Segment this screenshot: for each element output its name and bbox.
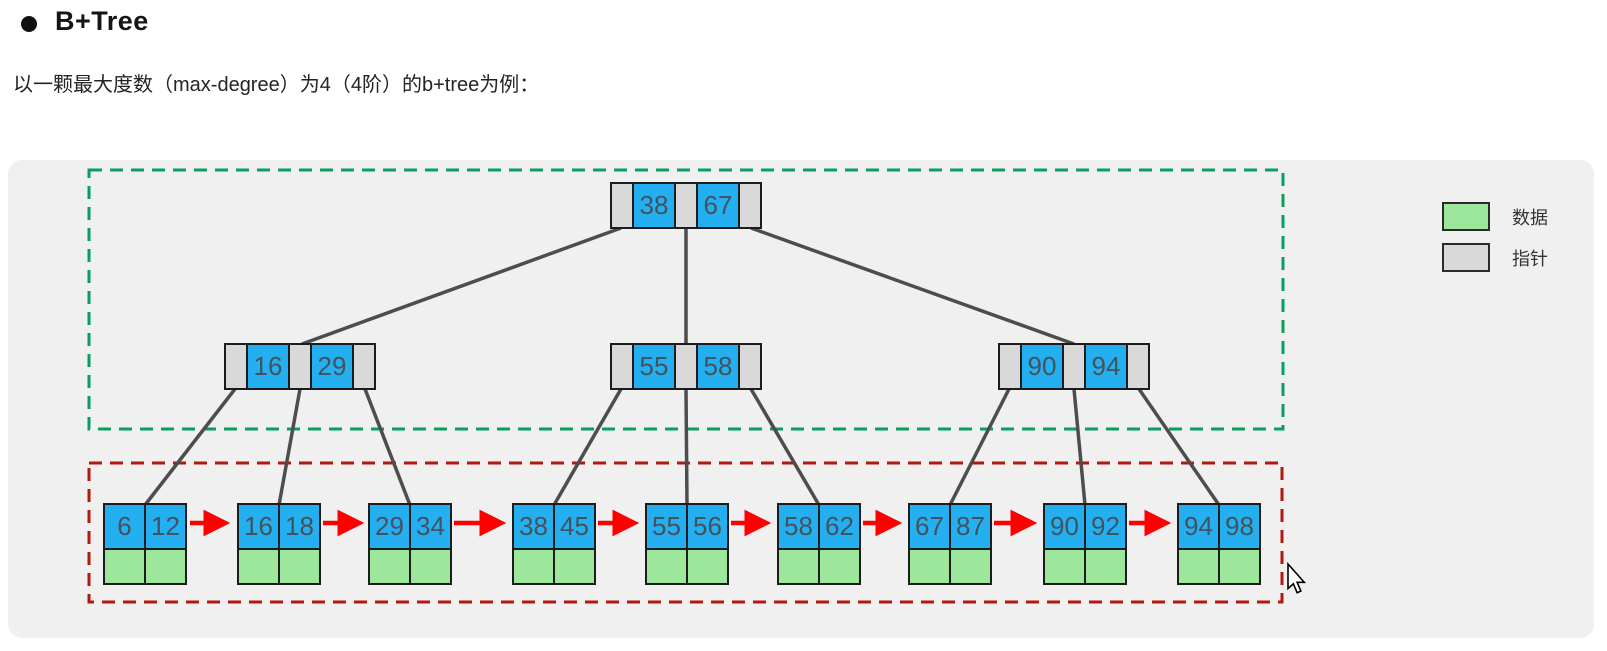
key-cell: 67: [698, 184, 738, 227]
pointer-cell: [740, 345, 760, 388]
legend-label: 指针: [1512, 248, 1548, 269]
leaf-node: 16 18: [237, 503, 321, 585]
data-cell: [146, 550, 185, 583]
pointer-cell: [226, 345, 246, 388]
leaf-node: 67 87: [908, 503, 992, 585]
key-cell: 38: [634, 184, 674, 227]
pointer-cell: [612, 345, 632, 388]
data-cell: [1220, 550, 1259, 583]
legend-item-pointer: 指针: [1442, 243, 1548, 272]
data-cell: [1086, 550, 1125, 583]
data-cell: [239, 550, 278, 583]
leaf-node: 29 34: [368, 503, 452, 585]
subtitle: 以一颗最大度数（max-degree）为4（4阶）的b+tree为例：: [13, 74, 540, 96]
data-cell: [910, 550, 949, 583]
internal-edges: [143, 387, 1221, 507]
key-cell: 92: [1086, 505, 1125, 548]
root-edges: [301, 226, 1075, 346]
legend-swatch-pointer: [1442, 243, 1490, 272]
pointer-cell: [740, 184, 760, 227]
bullet-icon: [21, 16, 37, 32]
key-cell: 58: [779, 505, 818, 548]
data-cell: [688, 550, 727, 583]
internal-node: 90 94: [998, 343, 1150, 390]
key-cell: 16: [239, 505, 278, 548]
leaf-node: 94 98: [1177, 503, 1261, 585]
pointer-cell: [676, 345, 696, 388]
key-cell: 34: [411, 505, 450, 548]
key-cell: 90: [1022, 345, 1062, 388]
data-cell: [820, 550, 859, 583]
key-cell: 90: [1045, 505, 1084, 548]
key-cell: 55: [647, 505, 686, 548]
key-cell: 38: [514, 505, 553, 548]
key-cell: 18: [280, 505, 319, 548]
legend-swatch-data: [1442, 202, 1490, 231]
key-cell: 58: [698, 345, 738, 388]
root-node: 38 67: [610, 182, 762, 229]
key-cell: 87: [951, 505, 990, 548]
internal-node: 55 58: [610, 343, 762, 390]
key-cell: 29: [312, 345, 352, 388]
pointer-cell: [1064, 345, 1084, 388]
key-cell: 12: [146, 505, 185, 548]
data-cell: [1179, 550, 1218, 583]
key-cell: 45: [555, 505, 594, 548]
key-cell: 6: [105, 505, 144, 548]
key-cell: 62: [820, 505, 859, 548]
leaf-node: 6 12: [103, 503, 187, 585]
data-cell: [1045, 550, 1084, 583]
data-cell: [411, 550, 450, 583]
tree-edges: [87, 168, 1307, 604]
leaf-node: 90 92: [1043, 503, 1127, 585]
data-cell: [647, 550, 686, 583]
key-cell: 94: [1179, 505, 1218, 548]
legend-item-data: 数据: [1442, 202, 1548, 231]
pointer-cell: [676, 184, 696, 227]
key-cell: 94: [1086, 345, 1126, 388]
legend-label: 数据: [1512, 207, 1548, 228]
pointer-cell: [612, 184, 632, 227]
leaf-node: 38 45: [512, 503, 596, 585]
pointer-cell: [1128, 345, 1148, 388]
key-cell: 56: [688, 505, 727, 548]
page-title: B+Tree: [55, 6, 149, 36]
data-cell: [555, 550, 594, 583]
key-cell: 67: [910, 505, 949, 548]
pointer-cell: [1000, 345, 1020, 388]
internal-node: 16 29: [224, 343, 376, 390]
key-cell: 55: [634, 345, 674, 388]
pointer-cell: [290, 345, 310, 388]
data-cell: [105, 550, 144, 583]
leaf-node: 58 62: [777, 503, 861, 585]
data-cell: [951, 550, 990, 583]
data-cell: [280, 550, 319, 583]
data-cell: [779, 550, 818, 583]
key-cell: 98: [1220, 505, 1259, 548]
pointer-cell: [354, 345, 374, 388]
key-cell: 29: [370, 505, 409, 548]
diagram-panel: 38 67 16 29 55 58 90 94 6 12 16 18: [8, 160, 1594, 638]
leaf-node: 55 56: [645, 503, 729, 585]
data-cell: [514, 550, 553, 583]
key-cell: 16: [248, 345, 288, 388]
mouse-cursor-icon: [1287, 561, 1307, 594]
data-cell: [370, 550, 409, 583]
